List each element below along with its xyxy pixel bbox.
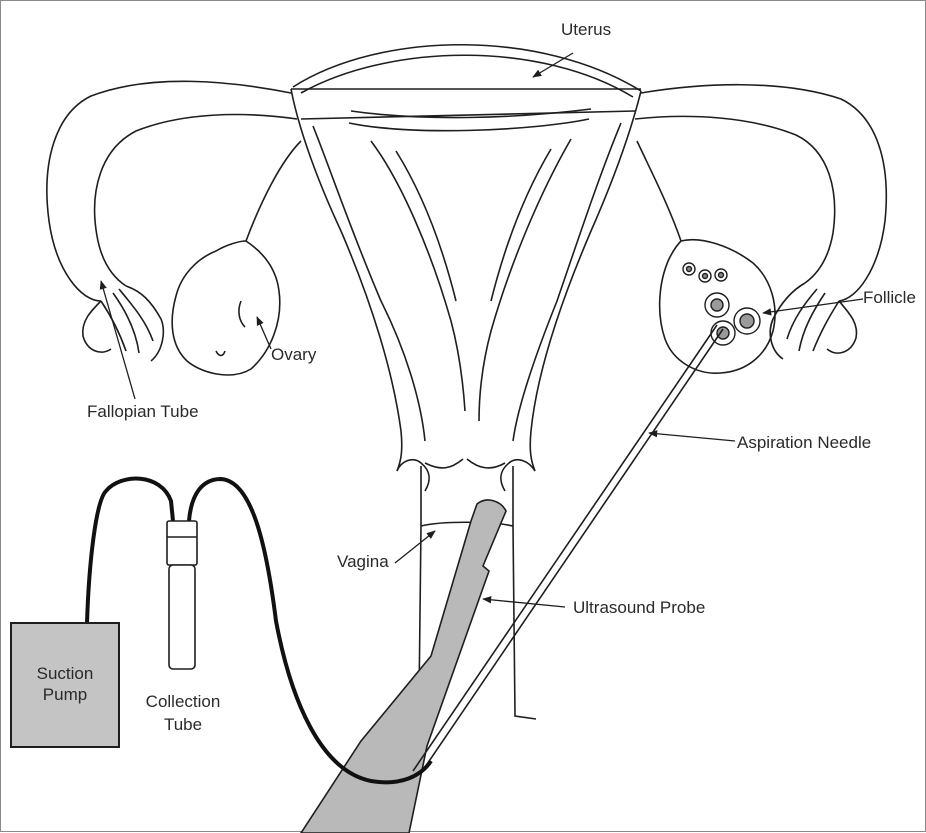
label-suction-pump-line1: Suction: [11, 665, 119, 682]
uterus-outline: [291, 45, 641, 491]
label-collection-tube: Collection Tube: [131, 693, 235, 733]
label-collection-tube-line1: Collection: [131, 693, 235, 710]
label-fallopian-tube: Fallopian Tube: [87, 403, 199, 420]
label-follicle: Follicle: [863, 289, 916, 306]
aspiration-needle: [413, 325, 723, 773]
label-ovary: Ovary: [271, 346, 316, 363]
ultrasound-probe: [301, 500, 506, 833]
collection-tube: [167, 521, 197, 669]
label-suction-pump-line2: Pump: [11, 686, 119, 703]
right-fallopian-tube: [635, 85, 886, 359]
label-uterus: Uterus: [561, 21, 611, 38]
left-fallopian-tube: [47, 81, 301, 361]
label-ultrasound-probe: Ultrasound Probe: [573, 599, 705, 616]
follicles: [683, 263, 760, 345]
label-aspiration-needle: Aspiration Needle: [737, 434, 871, 451]
label-vagina: Vagina: [337, 553, 389, 570]
label-collection-tube-line2: Tube: [131, 716, 235, 733]
left-ovary: [172, 241, 280, 375]
label-suction-pump: Suction Pump: [11, 665, 119, 703]
